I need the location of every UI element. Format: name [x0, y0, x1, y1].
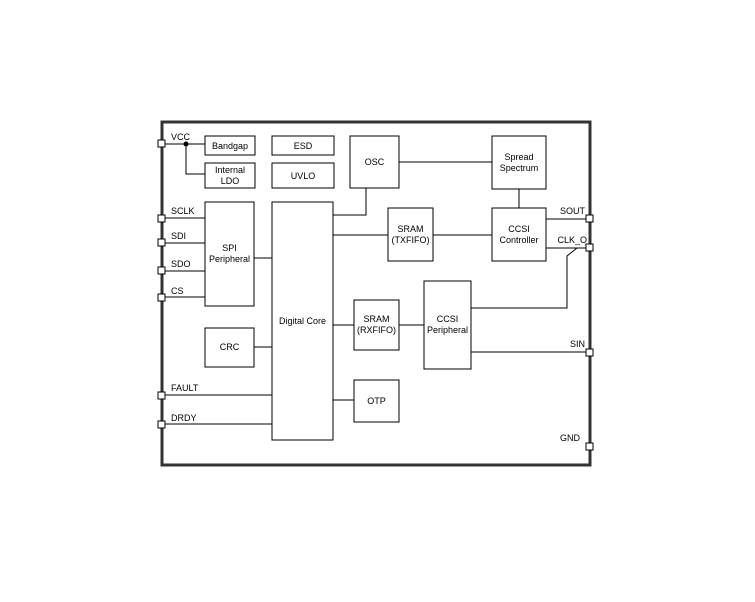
uvlo-block: UVLO: [271, 162, 335, 189]
osc-label: OSC: [365, 157, 385, 167]
pin-drdy: DRDY: [157, 413, 197, 429]
pin-vcc-label: VCC: [171, 132, 191, 142]
internal-ldo-label-line1: Internal: [215, 165, 245, 175]
internal-ldo-label-line2: LDO: [221, 176, 240, 186]
pin-fault-label: FAULT: [171, 383, 199, 393]
sram-rxfifo-block: SRAM (RXFIFO): [353, 299, 400, 351]
pin-sdi-label: SDI: [171, 231, 186, 241]
spi-peripheral-label-line2: Peripheral: [209, 254, 250, 264]
spread-spectrum-label-line2: Spectrum: [500, 163, 539, 173]
crc-label: CRC: [220, 342, 240, 352]
spi-peripheral-label-line1: SPI: [222, 243, 237, 253]
wires: [162, 143, 590, 425]
pin-gnd: GND: [560, 433, 594, 451]
pin-fault: FAULT: [157, 383, 199, 400]
ccsi-peripheral-label-line2: Peripheral: [427, 325, 468, 335]
esd-label: ESD: [294, 141, 313, 151]
sram-txfifo-label-line1: SRAM: [397, 224, 423, 234]
sram-txfifo-label-line2: (TXFIFO): [392, 235, 430, 245]
internal-ldo-block: Internal LDO: [204, 162, 256, 189]
crc-block: CRC: [204, 327, 255, 368]
sram-txfifo-block: SRAM (TXFIFO): [387, 207, 434, 262]
pin-sout-label: SOUT: [560, 206, 586, 216]
sram-rxfifo-label-line2: (RXFIFO): [357, 325, 396, 335]
pin-sin-label: SIN: [570, 339, 585, 349]
otp-block: OTP: [353, 379, 400, 423]
uvlo-label: UVLO: [291, 171, 316, 181]
pin-sout: SOUT: [560, 206, 594, 223]
ccsi-peripheral-label-line1: CCSI: [437, 314, 459, 324]
otp-label: OTP: [367, 396, 386, 406]
spread-spectrum-label-line1: Spread: [504, 152, 533, 162]
esd-block: ESD: [271, 135, 335, 156]
pin-sdo: SDO: [157, 259, 191, 275]
vcc-junction-dot: [183, 141, 189, 147]
ccsi-controller-label-line2: Controller: [499, 235, 538, 245]
bandgap-block: Bandgap: [204, 135, 256, 156]
spread-spectrum-block: Spread Spectrum: [491, 135, 547, 190]
pin-clk-o-label: CLK_O: [557, 235, 587, 245]
pin-vcc: VCC: [157, 132, 191, 148]
pin-gnd-label: GND: [560, 433, 581, 443]
pin-sclk: SCLK: [157, 206, 195, 223]
pin-sin: SIN: [570, 339, 594, 357]
osc-block: OSC: [349, 135, 400, 189]
sram-rxfifo-label-line1: SRAM: [363, 314, 389, 324]
pin-cs-label: CS: [171, 286, 184, 296]
digital-core-label: Digital Core: [279, 316, 326, 326]
pin-clk-o: CLK_O: [557, 235, 594, 252]
ccsi-peripheral-block: CCSI Peripheral: [423, 280, 472, 370]
bandgap-label: Bandgap: [212, 141, 248, 151]
pin-sclk-label: SCLK: [171, 206, 195, 216]
pin-sdo-label: SDO: [171, 259, 191, 269]
pin-drdy-label: DRDY: [171, 413, 197, 423]
ccsi-controller-block: CCSI Controller: [491, 207, 547, 262]
spi-peripheral-block: SPI Peripheral: [204, 201, 255, 307]
digital-core-block: Digital Core: [271, 201, 334, 441]
pin-cs: CS: [157, 286, 184, 302]
ccsi-controller-label-line1: CCSI: [508, 224, 530, 234]
pin-sdi: SDI: [157, 231, 186, 247]
